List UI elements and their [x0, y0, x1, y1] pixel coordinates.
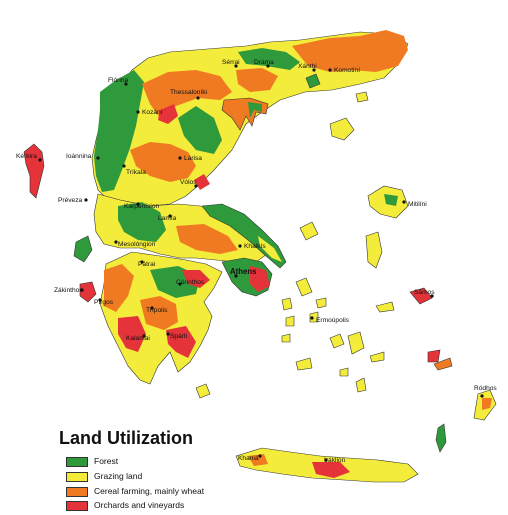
island-thasos [305, 73, 321, 89]
label-komotini: Komotiní [334, 67, 360, 74]
island-kithira [195, 383, 211, 399]
cereal-arcadia [140, 296, 178, 330]
label-kalamai: Kalamai [126, 335, 150, 342]
zakinthos [79, 281, 97, 303]
island-paros [329, 333, 345, 349]
label-kozani: Kozáni [142, 109, 163, 116]
label-karpenision: Karpenísion [124, 203, 160, 210]
island-kea [281, 297, 293, 311]
island-ikaria [375, 301, 395, 313]
label-preveza: Préveza [58, 197, 83, 204]
label-drama: Dráma [254, 59, 274, 66]
label-xanthi: Xánthi [298, 63, 317, 70]
label-larisa: Lárisa [184, 155, 202, 162]
attica-orchards [250, 266, 270, 292]
label-ermoupolis: Ermoúpolis [316, 317, 350, 324]
island-milos [295, 357, 313, 371]
euboea [201, 203, 287, 269]
orchards-laconia [166, 326, 196, 358]
forest-pindus [94, 70, 144, 192]
label-trikala: Tríkala [126, 169, 146, 176]
label-pirgos: Pírgos [94, 299, 114, 306]
chalkidiki-forest [248, 102, 262, 118]
island-samothraki [355, 91, 369, 103]
island-naxos [347, 331, 365, 355]
label-khania: Khaniá [238, 455, 259, 462]
label-serrai: Sérrai [222, 59, 240, 66]
orchards-volos [194, 174, 210, 190]
island-kithnos [285, 315, 295, 327]
label-mesolongion: Mesolóngion [118, 241, 156, 248]
legend-swatch [66, 457, 88, 467]
label-volos: Vólos [180, 179, 197, 186]
city-labels: Flórina Kozáni Thessaloníki Sérrai Dráma… [16, 59, 497, 464]
label-florina: Flórina [108, 77, 128, 84]
label-iraklion: Iráklion [324, 457, 346, 464]
cereal-thrace [292, 30, 408, 72]
cereal-boeotia [176, 224, 238, 254]
island-karpathos [435, 423, 447, 453]
legend-label: Grazing land [94, 471, 143, 481]
label-athens: Athens [230, 267, 257, 276]
label-thessaloniki: Thessaloníki [170, 89, 208, 96]
legend-label: Orchards and vineyards [94, 500, 185, 510]
island-amorgos [369, 351, 385, 363]
label-korinthos: Córinthos [176, 279, 205, 286]
cereal-thessaly [130, 142, 196, 182]
city-dots [38, 64, 484, 462]
label-rodhos: Ródhos [474, 385, 497, 392]
island-andros [295, 277, 313, 297]
legend-title: Land Utilization [59, 428, 193, 448]
island-ios [339, 367, 349, 377]
island-kos [433, 357, 453, 371]
island-rodhos-cereal [482, 398, 492, 410]
island-tinos [315, 297, 327, 309]
island-lesvos-forest [384, 194, 398, 206]
island-lemnos [329, 117, 355, 141]
kerkira-island [23, 143, 45, 199]
label-patrai: Pátrai [138, 261, 156, 268]
island-serifos [281, 333, 291, 343]
kefallinia [73, 235, 93, 263]
legend-label: Forest [94, 456, 119, 466]
label-khalkis: Khalkís [244, 243, 266, 250]
crete-orchards [312, 462, 350, 478]
cereal-serrai [236, 68, 278, 92]
label-lamia: Lamía [158, 215, 177, 222]
label-zakinthos: Zákinthos [54, 287, 83, 294]
forest-olympus [178, 106, 222, 154]
cereal-peloponnese-west [104, 264, 134, 312]
island-thira [355, 377, 367, 393]
island-skyros [299, 221, 319, 241]
label-samos: Sámos [414, 289, 435, 296]
label-tripolis: Trípolis [146, 307, 168, 314]
legend-swatch [66, 472, 88, 482]
legend-label: Cereal farming, mainly wheat [94, 486, 205, 496]
island-kalimnos [427, 349, 441, 363]
crete-cereal [248, 454, 268, 466]
label-ioannina: Ioánnina [66, 153, 92, 160]
forest-rhodope [238, 48, 300, 70]
legend-swatch [66, 501, 88, 511]
island-chios [365, 231, 383, 269]
label-sparti: Spárti [170, 333, 188, 340]
label-mitilini: Mitilíni [408, 201, 427, 208]
legend-swatch [66, 487, 88, 497]
orchards-corinth [182, 270, 210, 288]
orchards-messinia [118, 316, 146, 352]
label-kerkira: Kérkira [16, 153, 37, 160]
forest-central [118, 202, 166, 242]
orchards-veroia [158, 104, 178, 124]
cereal-macedonia [142, 70, 232, 118]
euboea-grazing [258, 236, 282, 262]
island-samos [409, 287, 433, 305]
